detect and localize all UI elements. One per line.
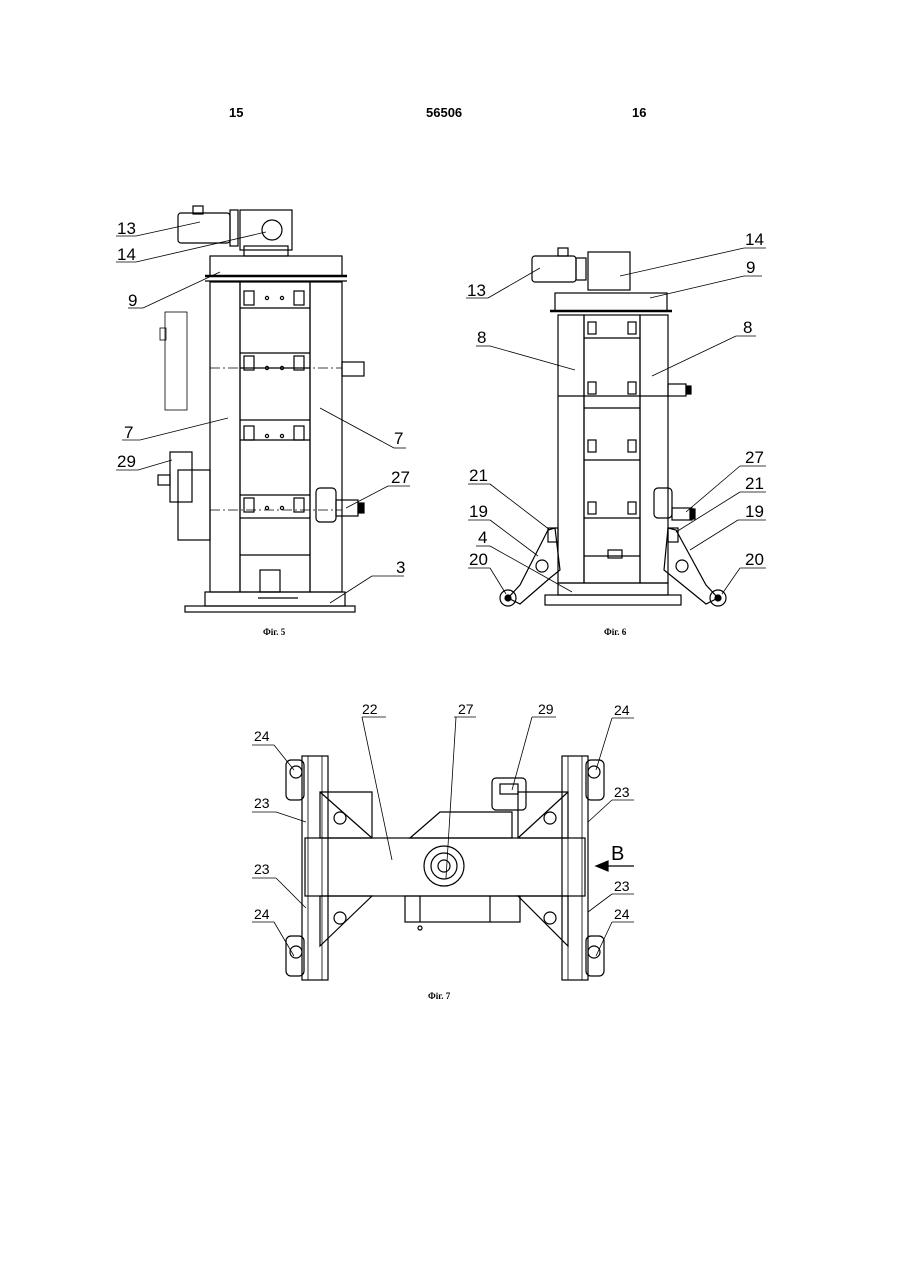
fig6-label-8-right: 8 [743,318,752,337]
fig7-label-24-bottom-right: 24 [614,906,630,922]
fig5-label-7-left: 7 [124,423,133,442]
figure-5 [158,206,364,612]
fig6-caption: Фіг. 6 [604,627,626,637]
fig5-caption: Фіг. 5 [263,627,285,637]
fig7-label-22: 22 [362,701,378,717]
fig6-label-20-left: 20 [469,550,488,569]
fig7-label-24-bottom-left: 24 [254,906,270,922]
fig6-label-19-right: 19 [745,502,764,521]
fig5-label-7-right: 7 [394,429,403,448]
fig5-label-3: 3 [396,558,405,577]
fig7-label-23-lower-left: 23 [254,861,270,877]
fig6-label-13: 13 [467,281,486,300]
fig6-label-9: 9 [746,258,755,277]
fig6-label-8-left: 8 [477,328,486,347]
fig7-label-24-top-left: 24 [254,728,270,744]
fig5-label-14: 14 [117,245,136,264]
fig7-label-23-lower-right: 23 [614,878,630,894]
fig5-label-27: 27 [391,468,410,487]
fig7-label-23-upper-left: 23 [254,795,270,811]
fig6-label-21-right: 21 [745,474,764,493]
fig7-label-29: 29 [538,701,554,717]
fig6-label-14: 14 [745,230,764,249]
fig7-label-24-top-right: 24 [614,702,630,718]
fig5-label-9: 9 [128,291,137,310]
fig7-caption: Фіг. 7 [428,991,450,1001]
fig7-label-23-upper-right: 23 [614,784,630,800]
fig7-label-view-b: B [611,843,624,865]
fig6-label-27: 27 [745,448,764,467]
fig5-label-13: 13 [117,219,136,238]
figure-7 [286,756,634,980]
fig6-label-20-right: 20 [745,550,764,569]
fig7-label-27: 27 [458,701,474,717]
fig6-label-4: 4 [478,528,487,547]
fig6-label-21-left: 21 [469,466,488,485]
fig5-label-29: 29 [117,452,136,471]
figure-6 [500,248,726,606]
fig6-label-19-left: 19 [469,502,488,521]
